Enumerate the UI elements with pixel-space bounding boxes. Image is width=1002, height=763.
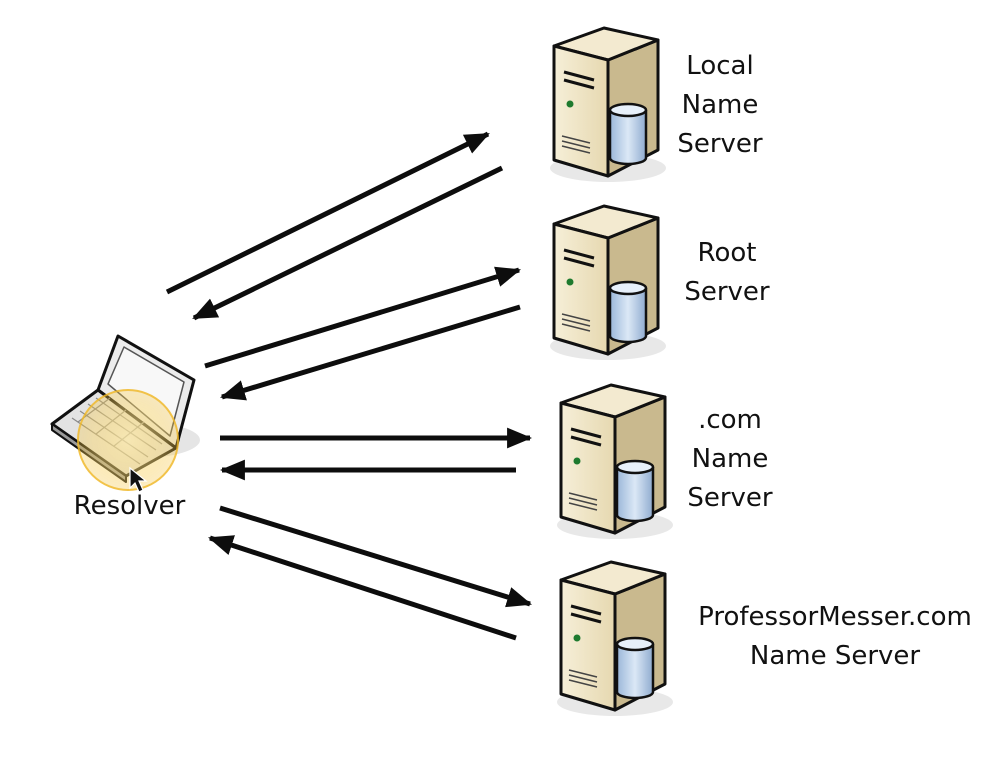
com-name-server-icon [555,383,675,541]
professormesser-name-server-icon [555,560,675,718]
root-server-icon [548,204,668,362]
arrow-local-to-resolver [192,165,504,321]
local-name-server-icon [548,26,668,184]
local-name-server-label: Local Name Server [677,51,763,159]
resolver-label: Resolver [73,491,186,521]
arrow-resolver-to-root [204,266,521,369]
arrow-professormesser-to-resolver [208,535,517,641]
arrow-root-to-resolver [220,304,521,401]
arrow-resolver-to-professormesser [219,505,532,608]
laptop-icon [50,334,200,493]
root-server-label: Root Server [684,238,770,307]
com-name-server-label: .com Name Server [687,405,773,513]
cursor-highlight [77,389,179,491]
mouse-pointer-icon [129,466,148,493]
professormesser-name-server-label: ProfessorMesser.com Name Server [698,602,972,671]
arrow-resolver-to-local [165,131,490,295]
